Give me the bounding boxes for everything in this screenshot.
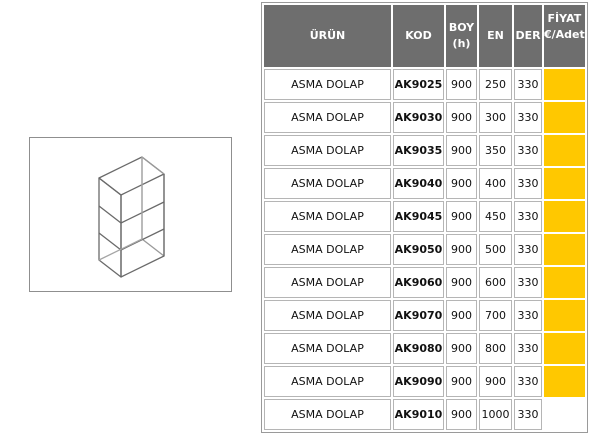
depth-cell: 330: [514, 366, 542, 397]
price-cell: [544, 135, 585, 166]
header-code: KOD: [393, 5, 444, 67]
price-cell: [544, 366, 585, 397]
product-name-cell: ASMA DOLAP: [264, 201, 391, 232]
width-cell: 300: [479, 102, 512, 133]
height-cell: 900: [446, 333, 477, 364]
header-height: BOY(h): [446, 5, 477, 67]
price-cell: [544, 69, 585, 100]
product-name-cell: ASMA DOLAP: [264, 300, 391, 331]
price-cell: [544, 267, 585, 298]
product-code-cell: AK9070: [393, 300, 444, 331]
width-cell: 500: [479, 234, 512, 265]
header-depth: DER: [514, 5, 542, 67]
depth-cell: 330: [514, 399, 542, 430]
product-image: [29, 137, 232, 292]
depth-cell: 330: [514, 234, 542, 265]
product-name-cell: ASMA DOLAP: [264, 399, 391, 430]
product-name-cell: ASMA DOLAP: [264, 366, 391, 397]
product-code-cell: AK9060: [393, 267, 444, 298]
width-cell: 1000: [479, 399, 512, 430]
height-cell: 900: [446, 135, 477, 166]
height-cell: 900: [446, 102, 477, 133]
width-cell: 250: [479, 69, 512, 100]
product-code-cell: AK9025: [393, 69, 444, 100]
product-code-cell: AK9080: [393, 333, 444, 364]
price-cell: [544, 234, 585, 265]
product-name-cell: ASMA DOLAP: [264, 135, 391, 166]
product-code-cell: AK9050: [393, 234, 444, 265]
width-cell: 800: [479, 333, 512, 364]
header-product: ÜRÜN: [264, 5, 391, 67]
depth-cell: 330: [514, 333, 542, 364]
header-width: EN: [479, 5, 512, 67]
height-cell: 900: [446, 399, 477, 430]
width-cell: 600: [479, 267, 512, 298]
product-code-cell: AK9040: [393, 168, 444, 199]
product-code-cell: AK9045: [393, 201, 444, 232]
height-cell: 900: [446, 201, 477, 232]
price-cell: [544, 333, 585, 364]
product-name-cell: ASMA DOLAP: [264, 267, 391, 298]
product-name-cell: ASMA DOLAP: [264, 333, 391, 364]
header-price: FİYAT€/Adet: [544, 5, 585, 67]
product-table: ÜRÜN KOD BOY(h) EN DER FİYAT€/Adet ASMA …: [261, 2, 588, 433]
product-name-cell: ASMA DOLAP: [264, 168, 391, 199]
height-cell: 900: [446, 267, 477, 298]
depth-cell: 330: [514, 300, 542, 331]
table-header-row: ÜRÜN KOD BOY(h) EN DER FİYAT€/Adet: [264, 5, 585, 67]
height-cell: 900: [446, 234, 477, 265]
product-code-cell: AK9090: [393, 366, 444, 397]
price-cell: [544, 201, 585, 232]
height-cell: 900: [446, 168, 477, 199]
price-cell: [544, 399, 585, 430]
product-name-cell: ASMA DOLAP: [264, 234, 391, 265]
price-cell: [544, 102, 585, 133]
width-cell: 700: [479, 300, 512, 331]
price-cell: [544, 168, 585, 199]
height-cell: 900: [446, 366, 477, 397]
width-cell: 900: [479, 366, 512, 397]
product-name-cell: ASMA DOLAP: [264, 69, 391, 100]
product-code-cell: AK9030: [393, 102, 444, 133]
depth-cell: 330: [514, 135, 542, 166]
price-cell: [544, 300, 585, 331]
product-code-cell: AK9035: [393, 135, 444, 166]
depth-cell: 330: [514, 69, 542, 100]
height-cell: 900: [446, 69, 477, 100]
product-code-cell: AK9010: [393, 399, 444, 430]
height-cell: 900: [446, 300, 477, 331]
width-cell: 450: [479, 201, 512, 232]
depth-cell: 330: [514, 102, 542, 133]
width-cell: 350: [479, 135, 512, 166]
wall-cabinet-icon: [98, 156, 165, 278]
depth-cell: 330: [514, 267, 542, 298]
product-name-cell: ASMA DOLAP: [264, 102, 391, 133]
depth-cell: 330: [514, 168, 542, 199]
width-cell: 400: [479, 168, 512, 199]
depth-cell: 330: [514, 201, 542, 232]
